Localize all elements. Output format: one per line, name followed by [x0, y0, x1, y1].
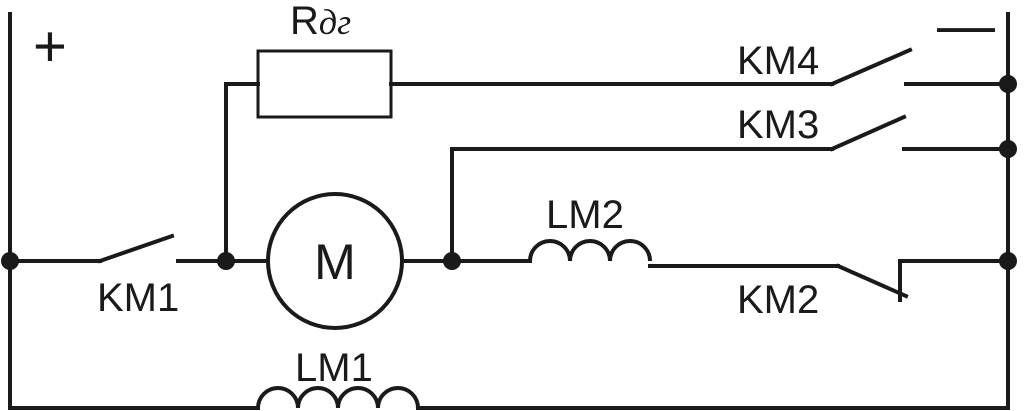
- resistor-label: Rдг: [290, 0, 351, 43]
- km2-contact-blade: [835, 263, 909, 299]
- negative-symbol: —: [937, 0, 995, 58]
- km1-label: KM1: [97, 276, 179, 320]
- km2-label: KM2: [737, 278, 819, 322]
- junction-node-km2-rail: [999, 252, 1017, 270]
- junction-node-km3-branch: [443, 252, 461, 270]
- km3-branch-wire: [450, 147, 834, 263]
- junction-node-km4-rail: [999, 75, 1017, 93]
- junction-node-resistor-branch: [217, 252, 235, 270]
- km3-contact-blade: [829, 114, 907, 152]
- resistor-branch-wire: [224, 82, 260, 263]
- motor-label: M: [314, 234, 356, 290]
- positive-symbol: +: [33, 14, 67, 79]
- km3-label: KM3: [737, 103, 819, 147]
- lm1-label: LM1: [295, 346, 373, 390]
- resistor-symbol: [256, 49, 393, 119]
- junction-node-km3-rail: [999, 140, 1017, 158]
- km1-contact-blade: [97, 233, 175, 264]
- lm1-coil: [256, 386, 420, 409]
- lm2-coil: [528, 239, 652, 262]
- km4-label: KM4: [737, 39, 819, 83]
- junction-node-left-rail: [1, 252, 19, 270]
- km4-contact-blade: [829, 47, 913, 87]
- resistor-label-main: R: [290, 0, 319, 43]
- lm2-label: LM2: [546, 193, 624, 237]
- resistor-label-sub: дг: [319, 2, 351, 42]
